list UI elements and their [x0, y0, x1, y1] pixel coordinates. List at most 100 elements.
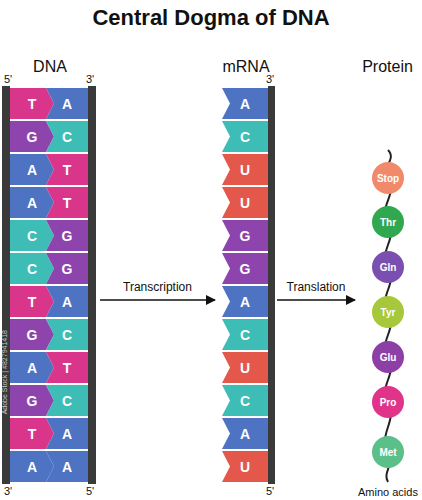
shape-fill: [222, 352, 268, 383]
shape-fill: [222, 286, 268, 317]
shape-fill: [10, 385, 54, 416]
mrna-strand: mRNAACUUGGACUCAU: [215, 58, 277, 498]
strand-end: 5': [86, 485, 94, 497]
base-letter: T: [46, 352, 88, 383]
base-letter: T: [46, 187, 88, 218]
arrow-label: Transcription: [123, 280, 192, 294]
shape-fill: [46, 286, 88, 317]
base-letter: T: [10, 88, 54, 119]
shape-fill: [222, 418, 268, 449]
dna-base: A: [46, 286, 88, 317]
amino-acid-name: Gln: [371, 250, 405, 284]
base-letter: G: [10, 385, 54, 416]
amino-acid: Stop: [371, 161, 405, 195]
base-letter: U: [222, 154, 268, 185]
shape-fill: [222, 319, 268, 350]
strand-end: 3': [86, 73, 94, 85]
watermark: Adobe Stock | #827941418: [1, 330, 8, 414]
shape-fill: [10, 154, 54, 185]
shape-fill: [46, 451, 88, 482]
amino-acid-name: Thr: [371, 205, 405, 239]
base-letter: U: [222, 352, 268, 383]
shape-fill: [46, 187, 88, 218]
base-letter: C: [222, 319, 268, 350]
shape-fill: [10, 352, 54, 383]
dna-base: G: [10, 319, 54, 350]
shape-fill: [372, 206, 404, 238]
shape-fill: [10, 220, 54, 251]
amino-acid-name: Tyr: [371, 295, 405, 329]
base-letter: C: [46, 121, 88, 152]
dna-base: A: [10, 187, 54, 218]
shape-fill: [46, 253, 88, 284]
mrna-base: A: [222, 88, 268, 119]
shape-fill: [46, 352, 88, 383]
base-letter: G: [222, 253, 268, 284]
column-heading: mRNA: [205, 58, 287, 76]
amino-acid: Gln: [371, 250, 405, 284]
amino-acid: Pro: [371, 385, 405, 419]
base-letter: G: [222, 220, 268, 251]
process-arrow: [277, 299, 355, 301]
dna-base: A: [10, 154, 54, 185]
mrna-base: A: [222, 418, 268, 449]
base-letter: A: [10, 154, 54, 185]
dna-base: C: [46, 121, 88, 152]
mrna-base: G: [222, 253, 268, 284]
shape-fill: [46, 220, 88, 251]
base-letter: T: [46, 154, 88, 185]
strand-end: 5': [4, 73, 12, 85]
dna-base: A: [46, 418, 88, 449]
shape-fill: [46, 154, 88, 185]
strand-end: 3': [4, 485, 12, 497]
dna-base: T: [10, 88, 54, 119]
amino-acid: Thr: [371, 205, 405, 239]
strand-end: 3': [266, 73, 274, 85]
amino-acid: Glu: [371, 340, 405, 374]
shape-fill: [10, 319, 54, 350]
base-letter: T: [10, 418, 54, 449]
dna-base: G: [10, 385, 54, 416]
dna-backbone: [2, 86, 10, 484]
mrna-base: U: [222, 352, 268, 383]
shape-fill: [222, 187, 268, 218]
dna-base: A: [46, 88, 88, 119]
shape-fill: [10, 451, 54, 482]
base-letter: A: [46, 451, 88, 482]
shape-fill: [372, 296, 404, 328]
base-letter: A: [10, 187, 54, 218]
base-letter: G: [46, 253, 88, 284]
base-letter: A: [46, 418, 88, 449]
dna-base: A: [10, 352, 54, 383]
amino-acid-name: Met: [371, 435, 405, 469]
dna-backbone: [88, 86, 96, 484]
amino-acid: Tyr: [371, 295, 405, 329]
base-letter: A: [222, 286, 268, 317]
base-letter: G: [10, 121, 54, 152]
dna-base: C: [10, 220, 54, 251]
base-letter: U: [222, 187, 268, 218]
strand-end: 5': [266, 485, 274, 497]
axis-caption: Amino acids: [358, 486, 418, 498]
mrna-base: C: [222, 319, 268, 350]
dna-base: G: [46, 253, 88, 284]
shape-fill: [10, 121, 54, 152]
shape-fill: [10, 286, 54, 317]
shape-fill: [46, 121, 88, 152]
base-letter: A: [222, 88, 268, 119]
shape-fill: [222, 385, 268, 416]
mrna-base: U: [222, 154, 268, 185]
shape-fill: [10, 88, 54, 119]
shape-fill: [46, 319, 88, 350]
mrna-base: U: [222, 451, 268, 482]
base-letter: T: [10, 286, 54, 317]
dna-base: C: [10, 253, 54, 284]
mrna-backbone: [268, 86, 275, 484]
base-letter: G: [46, 220, 88, 251]
base-letter: C: [222, 121, 268, 152]
mrna-base: A: [222, 286, 268, 317]
dna-base: C: [46, 319, 88, 350]
base-letter: U: [222, 451, 268, 482]
arrow-label: Translation: [287, 280, 346, 294]
